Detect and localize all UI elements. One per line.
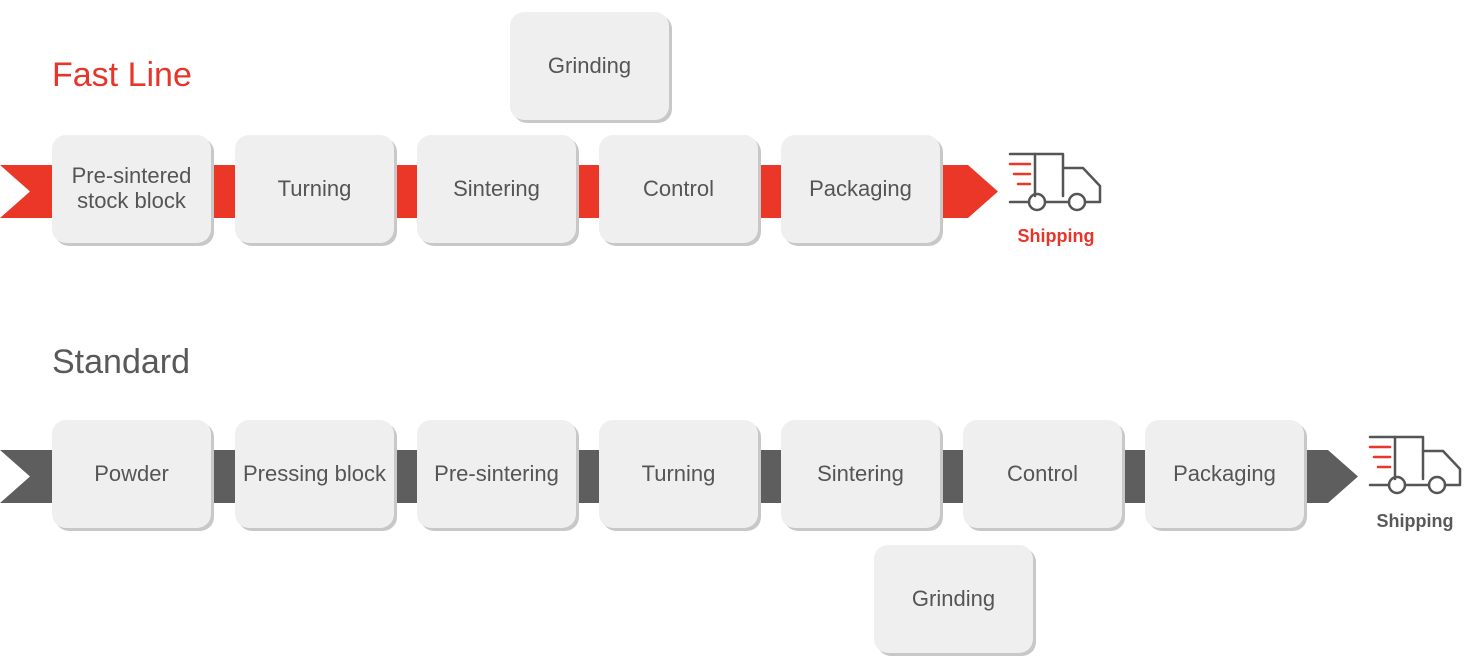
standard-step-2: Pressing block (235, 420, 394, 528)
fast-line-step-2: Turning (235, 135, 394, 243)
standard-step-1: Powder (52, 420, 211, 528)
standard-step-4: Turning (599, 420, 758, 528)
fast-line-step-3: Sintering (417, 135, 576, 243)
standard-step-6: Control (963, 420, 1122, 528)
standard-step-grinding: Grinding (874, 545, 1033, 653)
delivery-truck-icon (1368, 435, 1462, 495)
fast-line-step-4: Control (599, 135, 758, 243)
standard-shipping-label: Shipping (1376, 511, 1454, 531)
fast-line-title: Fast Line (52, 56, 192, 94)
standard-step-5: Sintering (781, 420, 940, 528)
delivery-truck-icon (1008, 152, 1102, 212)
fast-line-step-grinding: Grinding (510, 12, 669, 120)
fast-line-step-5: Packaging (781, 135, 940, 243)
fast-line-shipping-label: Shipping (1017, 226, 1095, 246)
standard-step-7: Packaging (1145, 420, 1304, 528)
standard-step-3: Pre-sintering (417, 420, 576, 528)
standard-title: Standard (52, 343, 190, 381)
fast-line-step-1: Pre-sintered stock block (52, 135, 211, 243)
